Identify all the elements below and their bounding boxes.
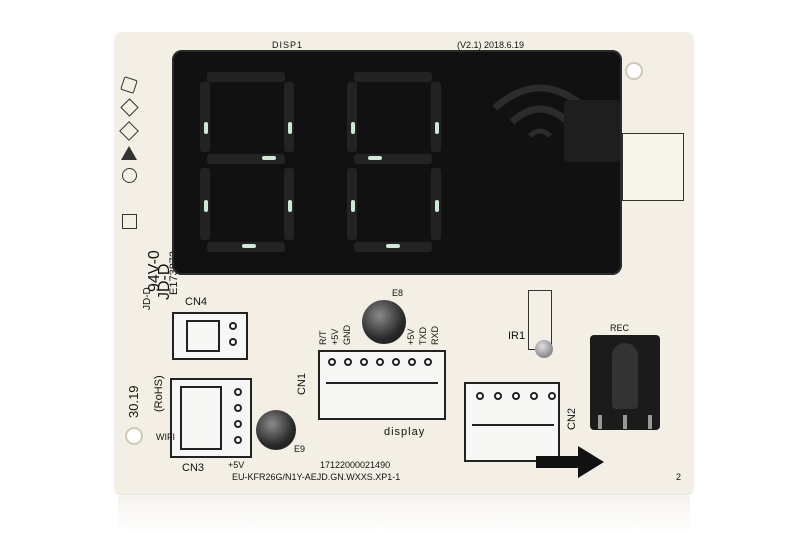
cn3-label: CN3 (182, 462, 205, 474)
cn1-pin-gnd: GND (342, 325, 352, 345)
version-label: (V2.1) 2018.6.19 (457, 40, 525, 50)
e8-label: E8 (392, 288, 404, 298)
cn1-connector[interactable] (318, 350, 446, 420)
mounting-hole-left (125, 427, 143, 445)
plus5v-label: +5V (228, 460, 245, 470)
cn1-pin-txd: TXD (418, 327, 428, 345)
cn1-pin-rxd: RXD (430, 325, 440, 345)
cn1-label: CN1 (296, 372, 308, 395)
model-number: EU-KFR26G/N1Y-AEJD.GN.WXXS.XP1-1 (232, 472, 401, 482)
display-tab (564, 100, 620, 162)
capacitor-e9 (256, 410, 296, 450)
cn1-pin-5v: +5V (330, 328, 340, 345)
triangle-symbol-icon (121, 146, 137, 160)
board-reflection (118, 496, 690, 533)
corner-number: 2 (676, 472, 682, 482)
square-symbol-icon (122, 214, 137, 229)
cn4-label: CN4 (185, 296, 208, 308)
arrow-right-icon (536, 446, 604, 478)
serial-number: 17122000021490 (320, 460, 391, 470)
display-word: display (384, 426, 426, 438)
cn4-connector[interactable] (172, 312, 248, 360)
capacitor-e8 (362, 300, 406, 344)
ir1-label: IR1 (508, 330, 526, 342)
cn2-connector[interactable] (464, 382, 560, 462)
cn2-label: CN2 (566, 407, 578, 430)
cn1-pin-5v-b: +5V (406, 328, 416, 345)
cn1-pin-rt: R/T (318, 330, 328, 346)
rec-label: REC (610, 323, 630, 333)
circle-symbol-icon (122, 168, 137, 183)
flame-rating: 94V-0 (146, 250, 163, 292)
mounting-hole-right (625, 62, 643, 80)
led-display (172, 50, 622, 275)
rohs-mark: (RoHS) (153, 375, 165, 412)
disp-label: DISP1 (272, 40, 304, 50)
date-code: 30.19 (126, 385, 141, 418)
display-pad (622, 133, 684, 201)
ir-receiver (590, 335, 660, 430)
ir-led (535, 340, 553, 358)
wifi-label: WIFI (156, 432, 175, 442)
e9-label: E9 (294, 444, 306, 454)
cn3-connector[interactable] (170, 378, 252, 458)
